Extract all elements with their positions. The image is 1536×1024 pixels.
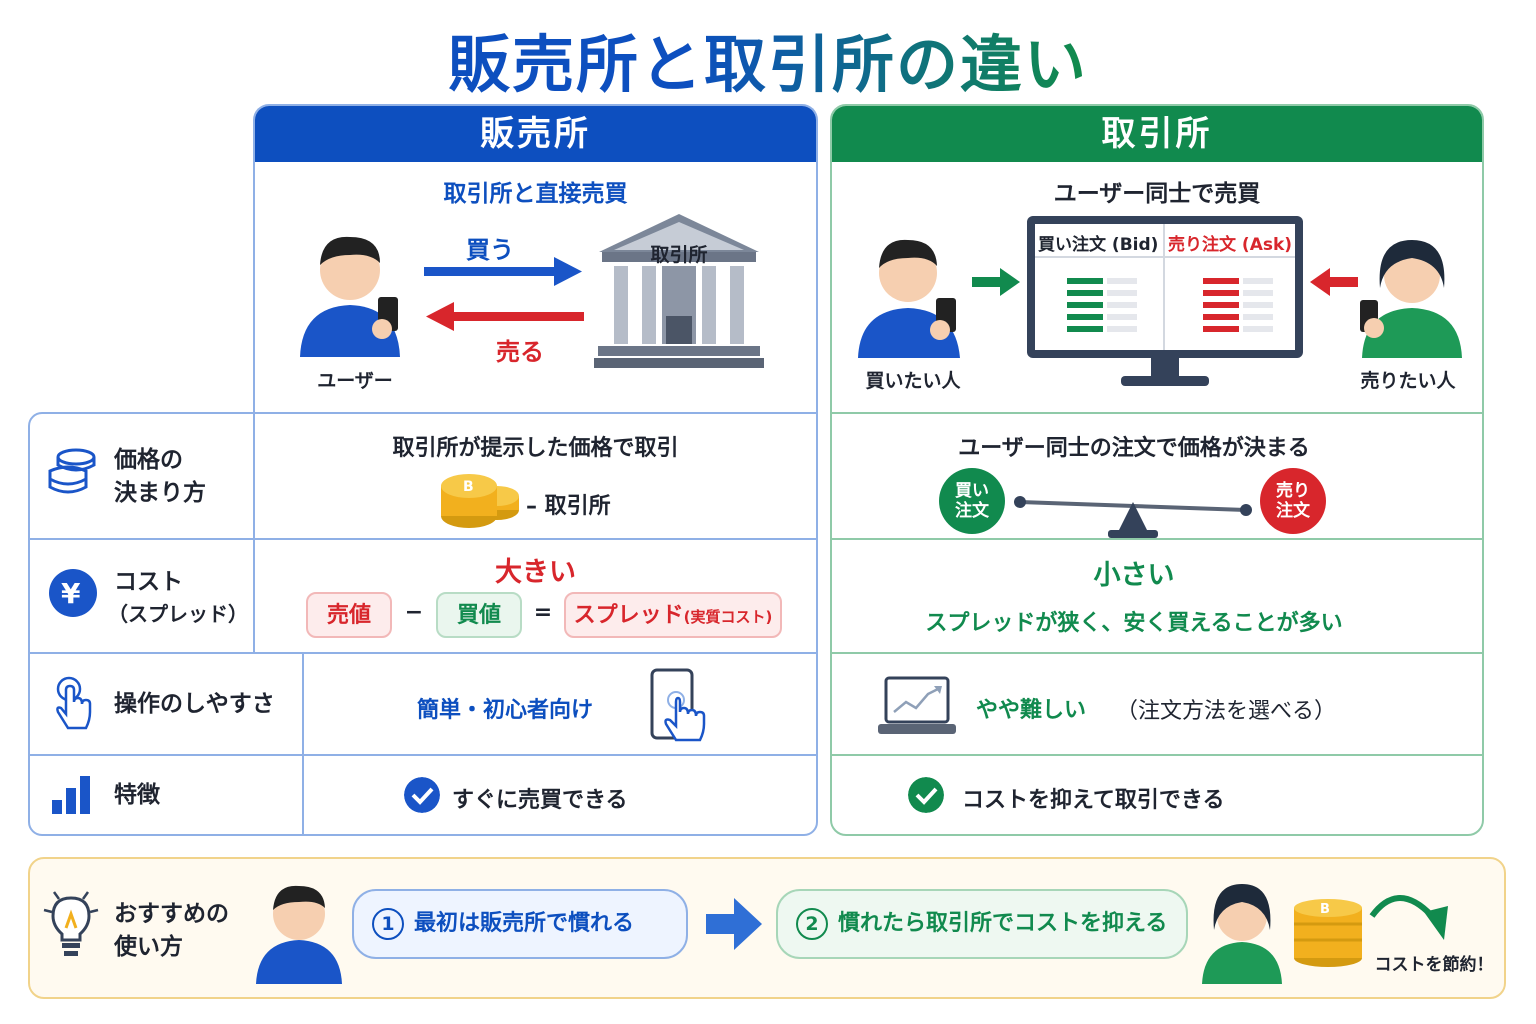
bid-label: 買い注文 (Bid) [1038,235,1159,255]
row-divider [830,412,1484,414]
step-2-label: 慣れたら取引所でコストを抑える [838,911,1168,936]
row-label-feature: 特徴 [114,782,160,808]
laptop-chart-icon [878,676,956,734]
step-2: 2 慣れたら取引所でコストを抑える [776,889,1188,959]
torihikisho-feature-text: コストを抑えて取引できる [962,788,1225,813]
spread-result-pill: スプレッド(実質コスト) [564,592,782,638]
recommend-label: おすすめの 使い方 [114,901,229,960]
step-2-number: 2 [796,908,828,940]
torihikisho-cost-text: 小さい [1093,560,1175,591]
hanbaisho-price-coin-label: – 取引所 [526,494,611,519]
svg-text:B: B [463,479,474,495]
hanbaisho-ease-text: 簡単・初心者向け [416,698,593,723]
row-divider [830,652,1484,654]
hanbaisho-header: 販売所 [255,106,816,162]
spread-minus: − [404,600,424,625]
bank-icon [594,214,764,368]
torihikisho-ease-note: （注文方法を選べる） [1116,699,1337,724]
hanbaisho-cost-text: 大きい [495,557,576,588]
yen-icon: ¥ [49,569,97,617]
row-label-ease: 操作のしやすさ [114,691,275,717]
row-label-cost-note: （スプレッド） [108,602,248,626]
bank-label: 取引所 [650,244,708,266]
hanbaisho-feature-text: すぐに売買できる [452,788,628,813]
user-avatar [256,885,342,984]
bar-chart-icon [52,776,90,814]
seller-label: 売りたい人 [1360,370,1456,392]
user-illustration [300,236,400,357]
sell-arrow-icon [426,302,584,331]
tablet-touch-icon [650,668,706,742]
row-divider [28,754,818,756]
sell-label: 売る [496,338,544,366]
page-title: 販売所と取引所の違い [0,14,1536,104]
torihikisho-ease-text: やや難しい [976,698,1087,723]
tap-hand-icon [56,676,92,730]
next-arrow-icon [706,898,762,950]
seller-illustration [1360,240,1462,358]
buyer-illustration [858,239,960,358]
spread-result-note: (実質コスト) [683,608,773,626]
sell-order-badge: 売り 注文 [1260,468,1326,534]
step-1-number: 1 [372,908,404,940]
buyer-label: 買いたい人 [865,370,961,392]
hanbaisho-subtitle: 取引所と直接売買 [443,181,628,207]
recommend-panel [28,857,1506,999]
torihikisho-column: 取引所 ユーザー同士で売買 [830,104,1484,836]
row-divider [28,652,818,654]
ask-label: 売り注文 (Ask) [1168,235,1293,255]
user-label: ユーザー [317,370,393,392]
monitor-icon [1027,216,1303,386]
buy-label: 買う [466,236,514,264]
row-divider [28,538,818,540]
right-arrow-icon [972,268,1020,296]
check-circle-icon [908,777,944,813]
step-1-label: 最初は販売所で慣れる [414,911,635,936]
save-cost-label: コストを節約！ [1374,955,1494,975]
left-arrow-icon [1310,268,1358,296]
torihikisho-subtitle: ユーザー同士で売買 [1053,181,1261,207]
row-label-price: 価格の 決まり方 [114,447,206,506]
row-label-cost: コスト [114,569,183,595]
coin-stack-icon: B [1294,899,1362,967]
spread-equals: = [533,600,553,625]
torihikisho-price-text: ユーザー同士の注文で価格が決まる [958,436,1310,461]
hanbaisho-column: 販売所 取引所と直接売買 [253,104,818,414]
comparison-table [28,412,818,836]
hanbaisho-price-text: 取引所が提示した価格で取引 [392,436,679,461]
col-divider [302,652,304,836]
balance-scale-icon [1014,496,1252,538]
bitcoin-coins-icon: B [441,474,519,528]
step-1: 1 最初は販売所で慣れる [352,889,688,959]
torihikisho-cost-sub: スプレッドが狭く、安く買えることが多い [925,611,1343,636]
torihikisho-header: 取引所 [832,106,1482,162]
curved-arrow-icon [1369,895,1448,940]
svg-text:¥: ¥ [61,577,81,610]
col-divider [253,412,255,654]
row-divider [830,754,1484,756]
coins-stack-icon [48,448,96,494]
lightbulb-icon [43,891,99,956]
check-circle-icon [404,777,440,813]
spread-result-label: スプレッド [573,603,684,628]
svg-text:B: B [1320,902,1330,917]
sell-price-pill: 売値 [306,592,392,638]
buy-arrow-icon [424,257,582,286]
buy-order-badge: 買い 注文 [939,468,1005,534]
row-divider [830,538,1484,540]
woman-avatar [1202,884,1282,984]
buy-price-pill: 買値 [436,592,522,638]
